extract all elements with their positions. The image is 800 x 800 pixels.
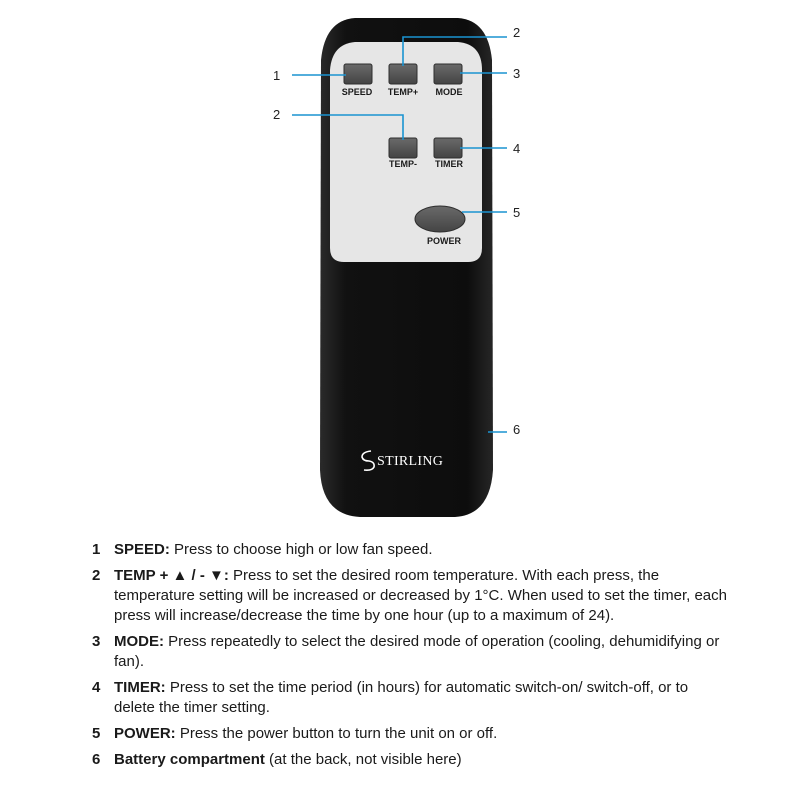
temp-up-button-label: TEMP+ [388, 87, 418, 97]
brand-swirl-icon [361, 450, 375, 471]
legend-number: 1 [92, 541, 101, 558]
legend-number: 3 [92, 633, 101, 650]
legend-text: SPEED: Press to choose high or low fan s… [114, 540, 732, 560]
legend-term: MODE: [114, 633, 164, 650]
legend-description: Press repeatedly to select the desired m… [114, 633, 720, 670]
legend-item-timer: 4 TIMER: Press to set the time period (i… [92, 678, 732, 718]
speed-button-label: SPEED [342, 87, 373, 97]
power-button-label: POWER [427, 236, 462, 246]
callout-number-2-bottom: 2 [273, 107, 280, 122]
legend-term: TIMER: [114, 679, 166, 696]
timer-button-label: TIMER [435, 159, 463, 169]
timer-button[interactable]: TIMER [433, 137, 463, 169]
callout-number-4: 4 [513, 141, 520, 156]
button-legend: 1 SPEED: Press to choose high or low fan… [92, 540, 732, 776]
callout-number-2-top: 2 [513, 25, 520, 40]
legend-term: POWER: [114, 725, 176, 742]
power-button[interactable]: POWER [414, 205, 466, 246]
legend-number: 4 [92, 679, 101, 696]
callout-number-6: 6 [513, 422, 520, 437]
callout-number-5: 5 [513, 205, 520, 220]
legend-item-temp: 2 TEMP + ▲ / - ▼: Press to set the desir… [92, 566, 732, 626]
brand-name: STIRLING [377, 454, 443, 469]
mode-button-label: MODE [436, 87, 463, 97]
legend-number: 6 [92, 751, 101, 768]
callout-number-1: 1 [273, 68, 280, 83]
legend-description: Press the power button to turn the unit … [175, 725, 498, 742]
legend-item-speed: 1 SPEED: Press to choose high or low fan… [92, 540, 732, 560]
legend-text: Battery compartment (at the back, not vi… [114, 750, 732, 770]
legend-item-mode: 3 MODE: Press repeatedly to select the d… [92, 632, 732, 672]
legend-description: Press to choose high or low fan speed. [169, 541, 433, 558]
legend-number: 5 [92, 725, 101, 742]
legend-description: Press to set the desired room temperatur… [114, 567, 727, 624]
legend-text: TEMP + ▲ / - ▼: Press to set the desired… [114, 566, 732, 626]
legend-text: POWER: Press the power button to turn th… [114, 724, 732, 744]
callout-line-2-top [402, 36, 507, 66]
temp-down-button-label: TEMP- [389, 159, 417, 169]
remote-control-illustration: SPEED TEMP+ MODE TEMP- TIMER POWER STIRL… [273, 18, 520, 517]
legend-description: (at the back, not visible here) [264, 751, 462, 768]
legend-term: Battery compartment [114, 751, 265, 768]
legend-number: 2 [92, 567, 101, 584]
speed-button[interactable]: SPEED [342, 63, 373, 97]
legend-item-battery: 6 Battery compartment (at the back, not … [92, 750, 732, 770]
temp-down-button[interactable]: TEMP- [388, 137, 418, 169]
callout-line-2-bottom [292, 114, 404, 140]
legend-text: MODE: Press repeatedly to select the des… [114, 632, 732, 672]
legend-text: TIMER: Press to set the time period (in … [114, 678, 732, 718]
brand-logo: STIRLING [361, 450, 443, 471]
legend-description: Press to set the time period (in hours) … [114, 679, 689, 716]
legend-term: TEMP + ▲ / - ▼: [114, 567, 229, 584]
temp-up-button[interactable]: TEMP+ [388, 63, 418, 97]
legend-term: SPEED: [114, 541, 170, 558]
callout-number-3: 3 [513, 66, 520, 81]
mode-button[interactable]: MODE [433, 63, 463, 97]
legend-item-power: 5 POWER: Press the power button to turn … [92, 724, 732, 744]
